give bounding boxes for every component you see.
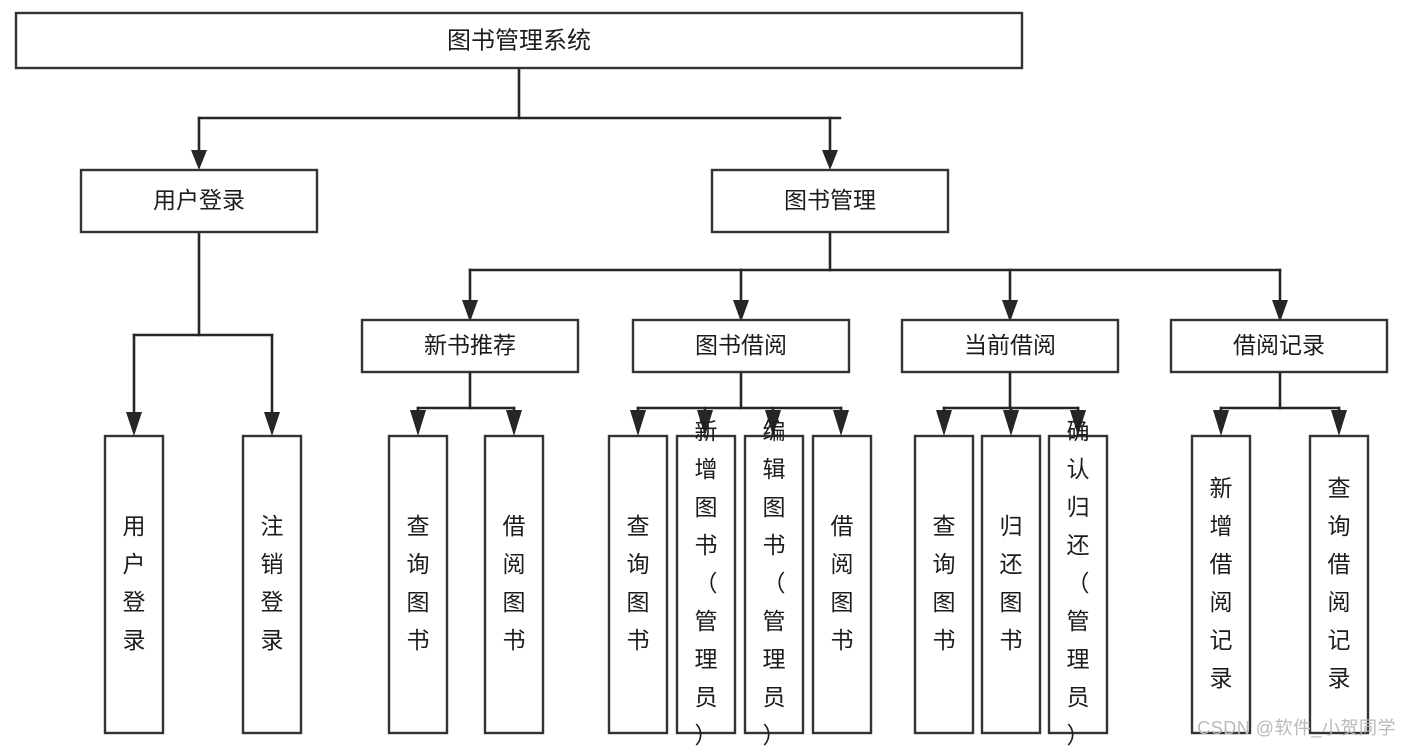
leaf-borrow-record-0-label: 新增借阅记录 <box>1210 475 1233 691</box>
leaf-book-borrow-3[interactable]: 借阅图书 <box>811 434 873 735</box>
node-book-borrow[interactable]: 图书借阅 <box>631 318 851 374</box>
leaf-current-borrow-0[interactable]: 查询图书 <box>913 434 975 735</box>
leaf-new-book-rec-0-label: 查询图书 <box>407 513 430 653</box>
node-book-borrow-label: 图书借阅 <box>695 332 787 358</box>
node-new-book-rec[interactable]: 新书推荐 <box>360 318 580 374</box>
node-book-manage-label: 图书管理 <box>784 187 876 213</box>
connector-root-to-level2 <box>191 66 842 170</box>
leaf-user-login-1[interactable]: 注销登录 <box>241 434 303 735</box>
leaf-book-borrow-1[interactable]: 新增图书（管理员） <box>675 418 737 747</box>
node-book-manage[interactable]: 图书管理 <box>710 168 950 234</box>
leaf-book-borrow-2[interactable]: 编辑图书（管理员） <box>743 418 805 747</box>
leaf-book-borrow-0-label: 查询图书 <box>627 513 650 653</box>
leaf-user-login-1-label: 注销登录 <box>261 513 284 653</box>
connector-user-login-to-leaves <box>126 230 280 436</box>
node-user-login[interactable]: 用户登录 <box>79 168 319 234</box>
leaf-current-borrow-2-label: 确认归还（管理员） <box>1067 418 1090 747</box>
connector-book-borrow-to-leaves <box>630 370 849 436</box>
leaf-book-borrow-0[interactable]: 查询图书 <box>607 434 669 735</box>
node-current-borrow[interactable]: 当前借阅 <box>900 318 1120 374</box>
leaf-book-borrow-2-label: 编辑图书（管理员） <box>763 418 786 747</box>
connector-current-borrow-to-leaves <box>936 370 1086 436</box>
node-root-label: 图书管理系统 <box>447 27 591 54</box>
node-new-book-rec-label: 新书推荐 <box>424 332 516 358</box>
node-borrow-record-label: 借阅记录 <box>1233 332 1325 358</box>
connector-new-book-rec-to-leaves <box>410 370 522 436</box>
leaf-user-login-0-label: 用户登录 <box>123 513 146 653</box>
leaf-user-login-0[interactable]: 用户登录 <box>103 434 165 735</box>
leaf-current-borrow-1-label: 归还图书 <box>1000 513 1023 653</box>
node-borrow-record[interactable]: 借阅记录 <box>1169 318 1389 374</box>
leaf-current-borrow-0-label: 查询图书 <box>933 513 956 653</box>
leaf-current-borrow-2[interactable]: 确认归还（管理员） <box>1047 418 1109 747</box>
leaf-new-book-rec-0[interactable]: 查询图书 <box>387 434 449 735</box>
leaf-borrow-record-1-label: 查询借阅记录 <box>1328 475 1351 691</box>
leaf-book-borrow-1-label: 新增图书（管理员） <box>695 418 718 747</box>
leaf-new-book-rec-1[interactable]: 借阅图书 <box>483 434 545 735</box>
node-user-login-label: 用户登录 <box>153 187 245 213</box>
leaf-borrow-record-1[interactable]: 查询借阅记录 <box>1308 434 1370 735</box>
node-current-borrow-label: 当前借阅 <box>964 332 1056 358</box>
node-root[interactable]: 图书管理系统 <box>14 11 1024 70</box>
leaf-current-borrow-1[interactable]: 归还图书 <box>980 434 1042 735</box>
leaf-borrow-record-0[interactable]: 新增借阅记录 <box>1190 434 1252 735</box>
connector-borrow-record-to-leaves <box>1213 370 1347 436</box>
connector-book-manage-to-level3 <box>462 230 1288 322</box>
leaf-new-book-rec-1-label: 借阅图书 <box>503 513 526 653</box>
csdn-watermark: CSDN @软件_小贺同学 <box>1197 718 1396 738</box>
leaf-book-borrow-3-label: 借阅图书 <box>831 513 854 653</box>
